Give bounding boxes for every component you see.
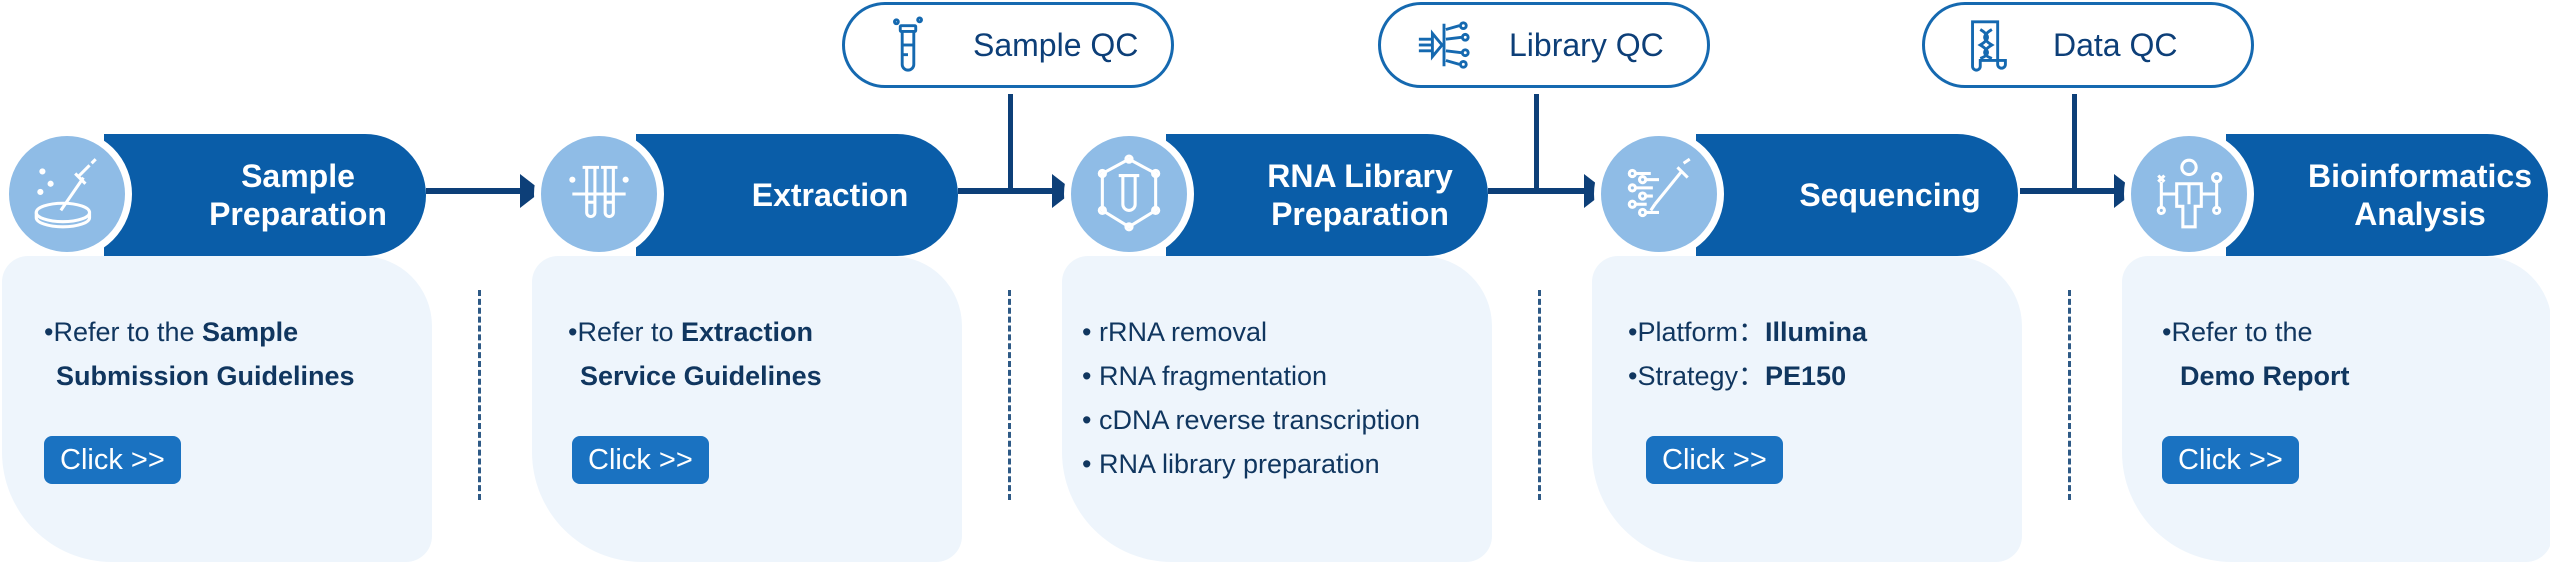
step-title-line: Sequencing [1799,177,1981,213]
card-line: Submission Guidelines [56,361,355,391]
sample-guidelines-click-button[interactable]: Click >> [44,436,181,484]
card-divider [2068,290,2071,500]
step-sequencing: Sequencing [1696,134,2018,256]
card-divider [1538,290,1541,500]
card-line: •Platform：Illumina [1628,317,1867,347]
card-line: •Refer to the [2162,317,2313,347]
step-icon-circle [534,129,664,259]
step-title-line: Bioinformatics [2307,158,2533,194]
qc-connector [2072,94,2077,190]
flow-arrow [426,188,522,194]
test-tube-icon [893,16,923,72]
qc-box-data: Data QC [1922,2,2254,88]
qc-label: Library QC [1509,26,1664,63]
qc-connector [1008,94,1013,190]
step-icon-circle [2,129,132,259]
card-line: • RNA fragmentation [1082,361,1328,391]
step-title-line: Sample [241,158,355,194]
card-line: •Strategy：PE150 [1628,361,1847,391]
dropper-petri-dish-icon [34,158,97,229]
qc-box-sample: Sample QC [842,2,1174,88]
step-title-line: Preparation [1271,196,1449,232]
step-icon-circle [2124,129,2254,259]
extraction-guidelines-click-button[interactable]: Click >> [572,436,709,484]
qc-label: Sample QC [973,26,1139,63]
step-icon-circle [1594,129,1724,259]
card-line: • cDNA reverse transcription [1082,405,1421,435]
card-line: •Refer to the Sample [44,317,299,347]
step-title-line: Extraction [751,177,909,213]
signal-filter-icon [1418,21,1470,69]
step-title-line: Analysis [2354,196,2486,232]
card-line: • RNA library preparation [1082,449,1380,479]
qc-connector [1534,94,1539,190]
dna-scroll-icon [1971,20,2007,72]
flow-arrow [2020,188,2116,194]
qc-label: Data QC [2053,26,2178,63]
card-line: Demo Report [2180,361,2350,391]
card-line: • rRNA removal [1082,317,1267,347]
flow-arrow [1488,188,1586,194]
step-extraction: Extraction [636,134,958,256]
step-title-line: RNA Library [1267,158,1453,194]
test-tubes-icon [569,165,629,219]
flow-arrow [958,188,1054,194]
card-line: Service Guidelines [580,361,822,391]
card-bioinformatics-analysis: •Refer to the Demo Report Click >> [2122,256,2550,562]
tube-network-icon [1097,154,1161,232]
demo-report-click-button[interactable]: Click >> [2162,436,2299,484]
qc-box-library: Library QC [1378,2,1710,88]
person-analysis-icon [2156,158,2223,229]
card-divider [478,290,481,500]
card-rna-library-preparation: • rRNA removal • RNA fragmentation • cDN… [1062,256,1492,562]
pipette-sequence-icon [1627,157,1691,218]
card-sequencing: •Platform：Illumina •Strategy：PE150 Click… [1592,256,2022,562]
step-title-line: Preparation [209,196,387,232]
sequencing-click-button[interactable]: Click >> [1646,436,1783,484]
step-icon-circle [1064,129,1194,259]
card-sample-preparation: •Refer to the Sample Submission Guidelin… [2,256,432,562]
card-line: •Refer to Extraction [568,317,814,347]
card-divider [1008,290,1011,500]
card-extraction: •Refer to Extraction Service Guidelines … [532,256,962,562]
